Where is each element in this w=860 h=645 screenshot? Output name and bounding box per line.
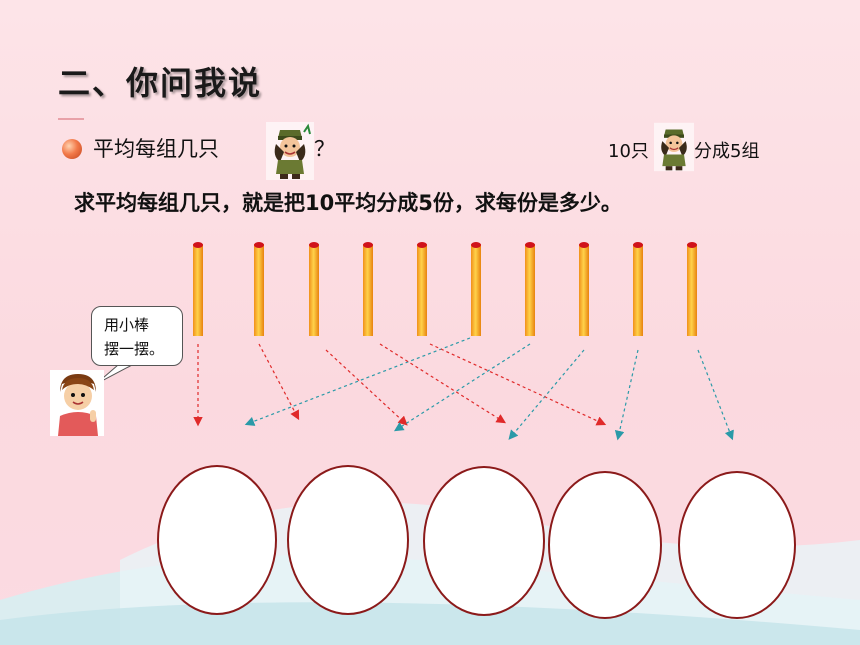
sticks-row: [193, 242, 697, 336]
explanation-text: 求平均每组几只，就是把10平均分成5份，求每份是多少。: [74, 191, 622, 215]
stick: [254, 242, 264, 336]
stick: [525, 242, 535, 336]
group-circle: [157, 465, 277, 615]
stick: [193, 242, 203, 336]
bubble-line-2: 摆一摆。: [104, 340, 165, 358]
boy-icon: [50, 370, 104, 436]
group-circles: [157, 465, 796, 619]
page-title: 二、你问我说: [58, 64, 263, 102]
distribution-arrows: [193, 337, 734, 441]
bubble-line-1: 用小棒: [104, 316, 150, 334]
stick: [363, 242, 373, 336]
bullet-icon: [62, 139, 82, 159]
title-underline: [58, 118, 84, 120]
stick: [471, 242, 481, 336]
question-mark: ？: [314, 137, 335, 161]
soldier-icon: [654, 122, 694, 172]
group-circle: [678, 471, 796, 619]
question-text: 平均每组几只: [93, 137, 219, 161]
given-count-label: 10只: [608, 141, 649, 162]
stick: [417, 242, 427, 336]
soldier-icon: [266, 122, 314, 180]
given-groups-label: 分成5组: [694, 141, 760, 162]
group-circle: [423, 466, 545, 616]
group-circle: [287, 465, 409, 615]
stick: [633, 242, 643, 336]
group-circle: [548, 471, 662, 619]
stick: [309, 242, 319, 336]
stick: [579, 242, 589, 336]
speech-bubble: 用小棒 摆一摆。: [91, 306, 183, 366]
stick: [687, 242, 697, 336]
